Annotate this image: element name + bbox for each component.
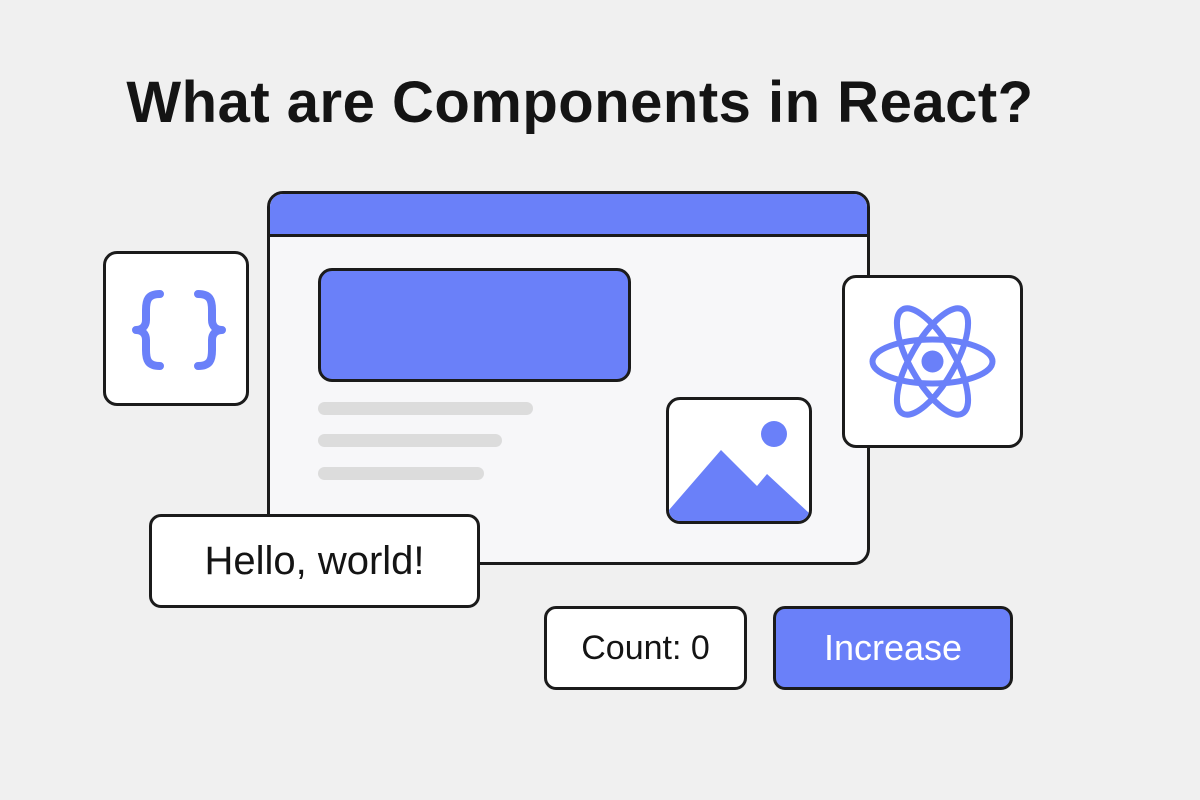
curly-braces-card — [103, 251, 249, 406]
browser-title-bar — [270, 194, 867, 237]
page-title: What are Components in React? — [126, 70, 1034, 135]
hello-world-component: Hello, world! — [149, 514, 480, 608]
curly-braces-icon — [132, 290, 226, 370]
react-atom-icon — [869, 305, 996, 418]
count-display: Count: 0 — [544, 606, 747, 690]
text-placeholder-line — [318, 434, 502, 447]
text-placeholder-line — [318, 402, 533, 415]
hero-block — [318, 268, 631, 382]
text-placeholder-line — [318, 467, 484, 480]
browser-window — [267, 191, 870, 565]
react-logo-card — [842, 275, 1023, 448]
image-placeholder-icon — [666, 397, 812, 524]
increase-button[interactable]: Increase — [773, 606, 1013, 690]
